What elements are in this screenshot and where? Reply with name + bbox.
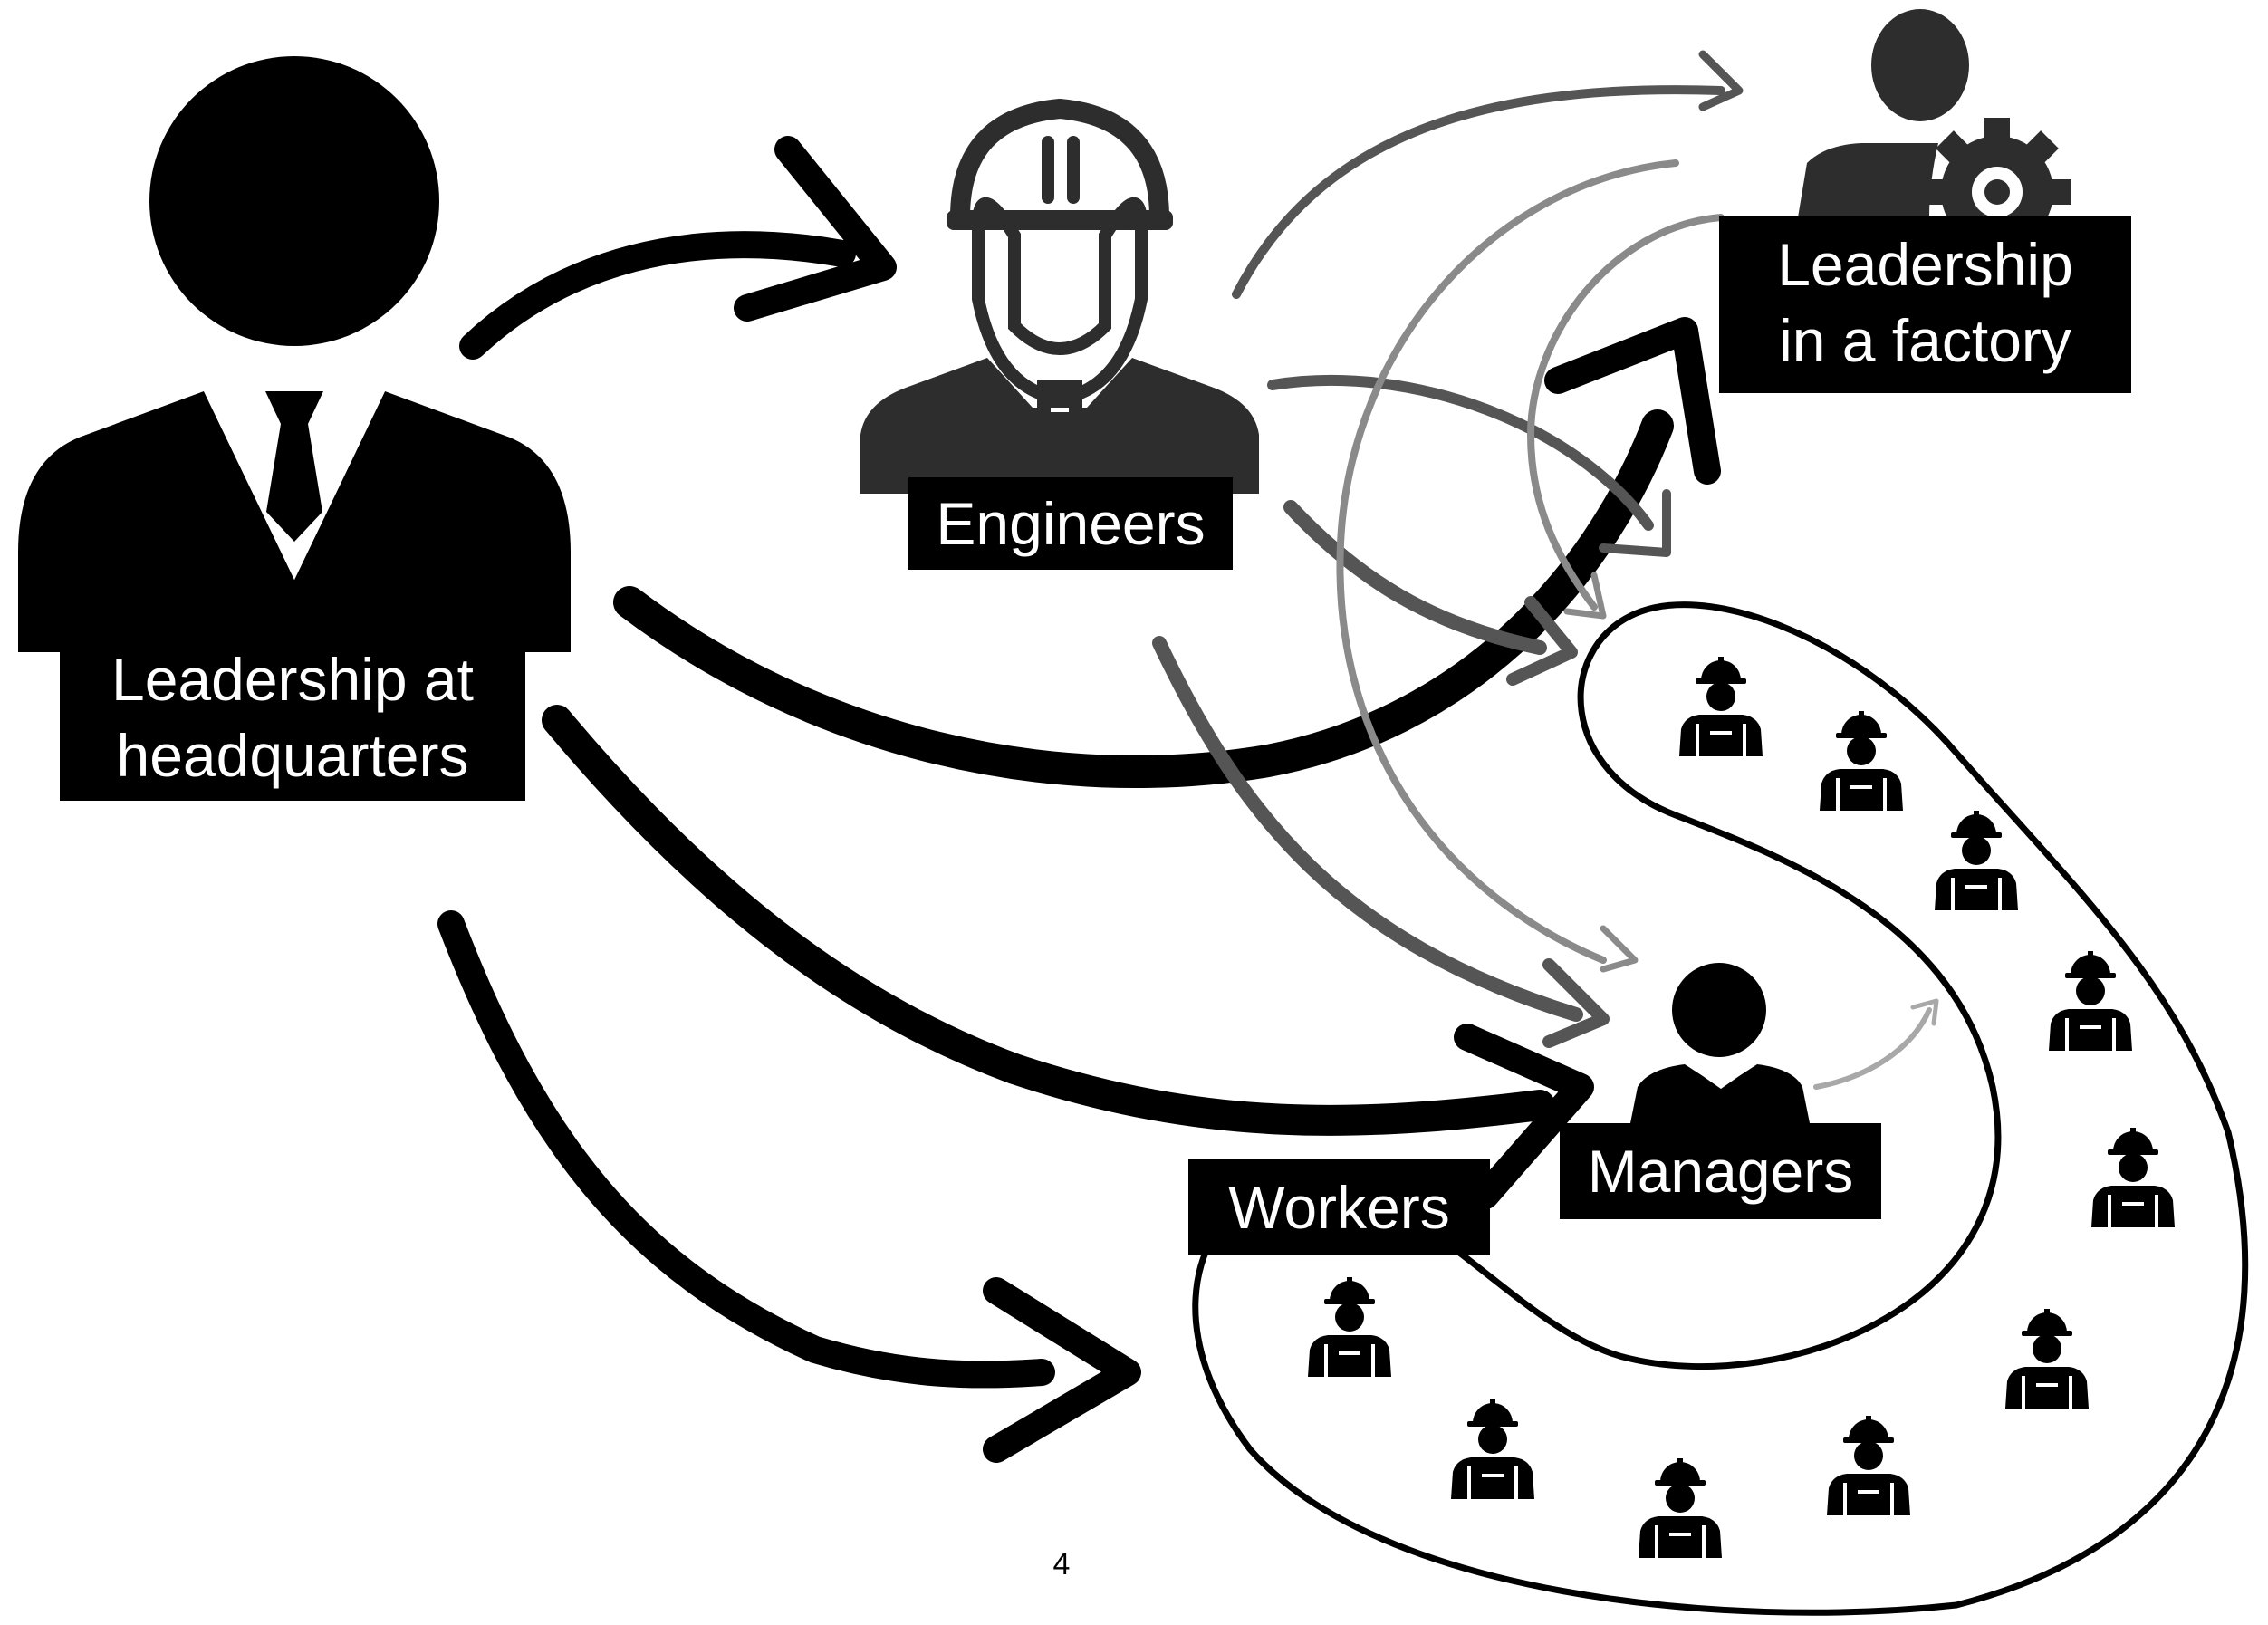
arrow-head-factory-leadership-to-managers (1600, 925, 1639, 973)
label-hq-line-1: Leadership at (111, 646, 474, 713)
businessman-icon (18, 56, 571, 652)
arrow-head-hq-to-workers (983, 1277, 1141, 1463)
label-managers-text: Managers (1587, 1138, 1854, 1205)
worker-icon-10 (1308, 1277, 1391, 1377)
arrow-head-engineers-to-workers-upper (1599, 489, 1671, 557)
worker-icon-6 (2005, 1309, 2089, 1409)
label-engineers-text: Engineers (936, 490, 1206, 557)
label-workers: Workers (1188, 1159, 1490, 1255)
arrow-head-engineers-to-workers-middle (1506, 596, 1578, 686)
arrow-factory-leadership-to-workers (1526, 214, 1725, 611)
arrow-head-engineers-to-managers (1542, 958, 1610, 1048)
arrow-hq-to-engineers (459, 231, 856, 360)
arrow-engineers-to-managers (1152, 636, 1583, 1022)
label-factory-line-1: Leadership (1777, 231, 2073, 298)
worker-icon-9 (1451, 1399, 1534, 1499)
arrow-head-factory-leadership-to-workers (1563, 572, 1607, 620)
arrow-managers-to-workers (1813, 1007, 1932, 1090)
worker-icon-8 (1639, 1458, 1722, 1558)
arrow-hq-to-factory-leadership (613, 409, 1674, 788)
arrow-head-engineers-to-factory-leadership (1698, 50, 1744, 111)
label-workers-text: Workers (1228, 1174, 1450, 1241)
label-factory-line-2: in a factory (1779, 307, 2071, 374)
label-engineers: Engineers (908, 477, 1233, 570)
arrow-head-hq-to-factory-leadership (1544, 317, 1721, 485)
workers-loop-outline (1192, 601, 2249, 1616)
worker-icon-2 (1820, 711, 1903, 811)
arrow-head-hq-to-managers (1454, 1024, 1594, 1209)
worker-icon-4 (2049, 951, 2132, 1051)
arrow-engineers-to-workers-upper (1267, 374, 1654, 531)
arrow-engineers-to-workers-middle (1283, 500, 1547, 655)
label-leadership-at-headquarters: Leadership at headquarters (60, 638, 525, 801)
arrow-hq-to-managers (542, 705, 1555, 1136)
worker-icon-7 (1827, 1416, 1910, 1515)
arrow-engineers-to-factory-leadership (1232, 85, 1725, 299)
worker-icon-5 (2091, 1128, 2175, 1227)
label-hq-line-2: headquarters (116, 722, 469, 789)
engineer-hardhat-icon (860, 98, 1259, 494)
arrow-head-hq-to-engineers (734, 136, 897, 322)
worker-icon-3 (1935, 811, 2018, 910)
manager-person-icon (1630, 963, 1810, 1123)
arrow-factory-leadership-to-managers (1336, 159, 1679, 964)
arrow-head-managers-to-workers (1910, 998, 1939, 1026)
page-number: 4 (1052, 1547, 1071, 1582)
label-leadership-in-a-factory: Leadership in a factory (1719, 216, 2131, 393)
label-managers: Managers (1560, 1123, 1881, 1219)
worker-icon-1 (1679, 657, 1763, 756)
arrow-hq-to-workers (437, 910, 1055, 1389)
